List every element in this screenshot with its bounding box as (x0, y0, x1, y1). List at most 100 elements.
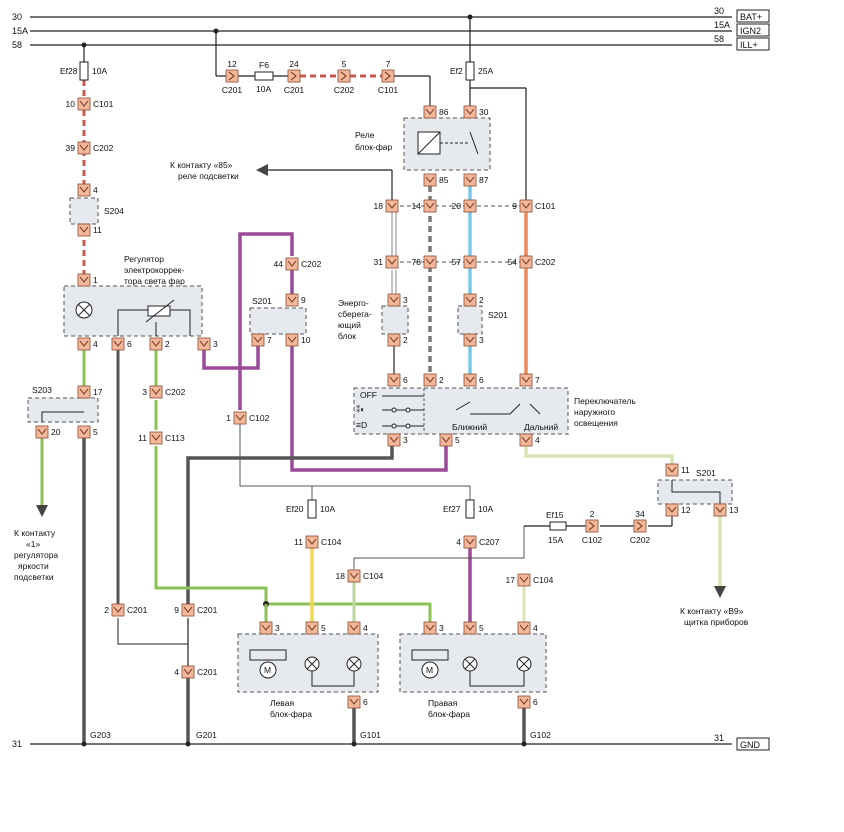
to1-label-5: подсветки (14, 572, 54, 582)
pin-number: 11 (93, 225, 102, 235)
pin-number: 18 (374, 201, 384, 211)
splice-s201-blue (457, 305, 483, 335)
to1-label-2: «1» (26, 539, 40, 549)
connector-chevron (307, 538, 317, 545)
connector-chevron (521, 202, 531, 209)
annotations: К контакту «85» реле подсветки К контакт… (14, 160, 749, 747)
connector-pin (77, 183, 91, 197)
splice-s201-right-label: S201 (696, 468, 716, 478)
connector-name: C104 (321, 537, 342, 547)
connector-name: C101 (93, 99, 114, 109)
connector-chevron (389, 436, 399, 443)
headlamp-leveling-regulator (63, 285, 203, 337)
energy-label-3: ющий (338, 320, 361, 330)
rail-gnd-tag-box (736, 737, 770, 751)
connector-pin (387, 293, 401, 307)
pin-number: 20 (452, 201, 462, 211)
connector-chevron (465, 624, 475, 631)
connector-pin (149, 337, 163, 351)
pin-number: 4 (456, 537, 461, 547)
pin-number: 13 (729, 505, 739, 515)
connector-pin (181, 603, 195, 617)
motor-icon (259, 661, 277, 679)
connector-chevron (465, 176, 475, 183)
motor-letter: M (264, 665, 271, 675)
connector-name: C202 (93, 143, 114, 153)
connector-pin (439, 433, 453, 447)
pin-number: 4 (174, 667, 179, 677)
pin-number: 44 (274, 259, 284, 269)
connector-chevron (151, 434, 161, 441)
connector-chevron (389, 336, 399, 343)
fuse-ef28 (79, 61, 89, 81)
pin-number: 4 (93, 185, 98, 195)
pin-number: 57 (452, 257, 462, 267)
connector-chevron (465, 538, 475, 545)
splice-s203-label: S203 (32, 385, 52, 395)
connector-name: C202 (630, 535, 651, 545)
connector-chevron (636, 521, 643, 531)
switch-off: OFF (360, 390, 377, 400)
pin-number: 30 (479, 107, 489, 117)
to85-label-2: реле подсветки (178, 171, 239, 181)
connector-pin (181, 665, 195, 679)
connector-chevron (151, 388, 161, 395)
pin-number: 6 (533, 697, 538, 707)
connector-pin (585, 519, 599, 533)
pin-number: 24 (289, 59, 299, 69)
fuse-ef20-name: Ef20 (286, 504, 304, 514)
connector-pin (285, 257, 299, 271)
connector-pin (385, 199, 399, 213)
connector-pin (519, 199, 533, 213)
connector-pin (463, 293, 477, 307)
right-lamp-label-2: блок-фара (428, 709, 470, 719)
connector-chevron (521, 436, 531, 443)
connector-chevron (113, 340, 123, 347)
fuse-ef27-rating: 10A (478, 504, 493, 514)
connector-pin (633, 519, 647, 533)
headlight-icon: ≡D (356, 420, 367, 430)
ground-g203: G203 (90, 730, 111, 740)
connector-pin (463, 333, 477, 347)
pin-number: 11 (138, 433, 147, 443)
connector-pin (519, 433, 533, 447)
connector-chevron (79, 388, 89, 395)
connector-pin (665, 503, 679, 517)
ground-g201: G201 (196, 730, 217, 740)
connector-pin (77, 337, 91, 351)
connector-chevron (199, 340, 209, 347)
pin-number: 12 (227, 59, 237, 69)
potentiometer-icon (147, 305, 171, 317)
fuse-ef2-rating: 25A (478, 66, 493, 76)
ground-g102: G102 (530, 730, 551, 740)
ground-g101: G101 (360, 730, 381, 740)
tob9-label-1: К контакту «В9» (680, 606, 744, 616)
connector-chevron (349, 624, 359, 631)
connector-chevron (287, 260, 297, 267)
connector-pin (423, 173, 437, 187)
pin-number: 10 (301, 335, 311, 345)
connector-chevron (261, 624, 271, 631)
connector-pin (519, 255, 533, 269)
connector-pin (251, 333, 265, 347)
connector-chevron (79, 276, 89, 283)
connector-chevron (715, 506, 725, 513)
rail-bat-left: 30 (12, 12, 22, 22)
connector-chevron (521, 258, 531, 265)
connector-chevron (425, 376, 435, 383)
splice-s201-mid (249, 307, 307, 335)
regulator-label-3: тора света фар (124, 276, 185, 286)
to1-label-1: К контакту (14, 528, 56, 538)
pin-number: 4 (363, 623, 368, 633)
pin-number: 3 (275, 623, 280, 633)
pin-number: 11 (294, 537, 303, 547)
headlamp-relay (403, 117, 491, 171)
left-lamp-label-1: Левая (270, 698, 294, 708)
pin-number: 3 (403, 295, 408, 305)
connector-pin (517, 573, 531, 587)
connector-pin (77, 223, 91, 237)
pin-number: 86 (439, 107, 449, 117)
connector-pin (387, 373, 401, 387)
connector-name: C113 (165, 433, 185, 443)
pin-number: 14 (412, 201, 422, 211)
